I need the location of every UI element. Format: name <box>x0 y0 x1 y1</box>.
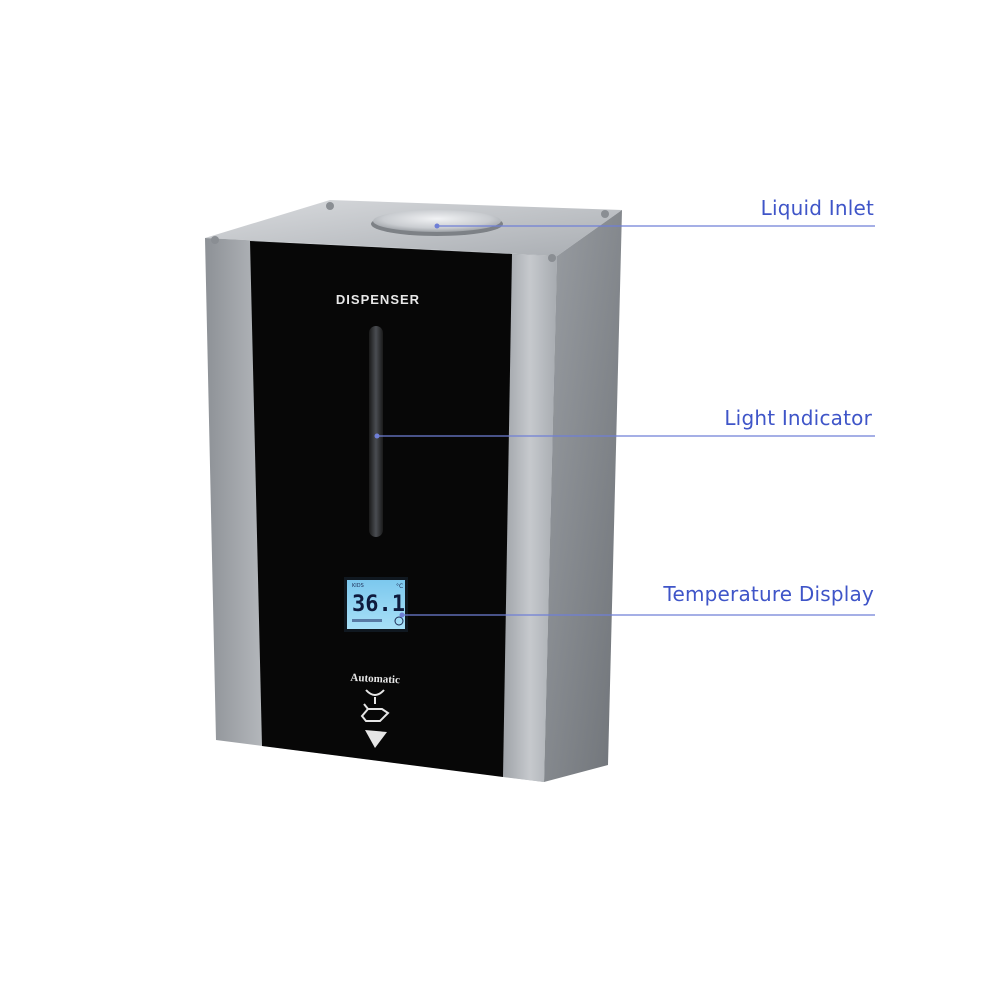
panel-title: DISPENSER <box>336 292 420 307</box>
hand-drop-icon <box>360 689 390 722</box>
screw <box>326 202 334 210</box>
light-indicator-bar <box>369 326 383 537</box>
lcd-temperature-reading: 36.1 <box>352 592 405 617</box>
screw <box>211 236 219 244</box>
front-right-pillar <box>503 254 557 782</box>
callout-liquid-inlet: Liquid Inlet <box>760 196 874 220</box>
lcd-segment-bar <box>352 619 382 622</box>
screw <box>548 254 556 262</box>
down-arrow-icon <box>365 730 387 748</box>
screw <box>601 210 609 218</box>
callout-dot <box>399 612 405 618</box>
side-face <box>544 210 622 782</box>
callout-temperature-display: Temperature Display <box>663 582 874 606</box>
callout-light-indicator: Light Indicator <box>724 406 872 430</box>
lcd-mini-text: KIDS <box>352 583 364 589</box>
lcd-unit: °C <box>396 583 403 590</box>
lcd-status-icon <box>394 616 404 626</box>
callout-dot <box>374 433 380 439</box>
mode-label: Automatic <box>350 672 400 687</box>
liquid-inlet-cap <box>373 210 501 232</box>
callout-dot <box>434 223 440 229</box>
